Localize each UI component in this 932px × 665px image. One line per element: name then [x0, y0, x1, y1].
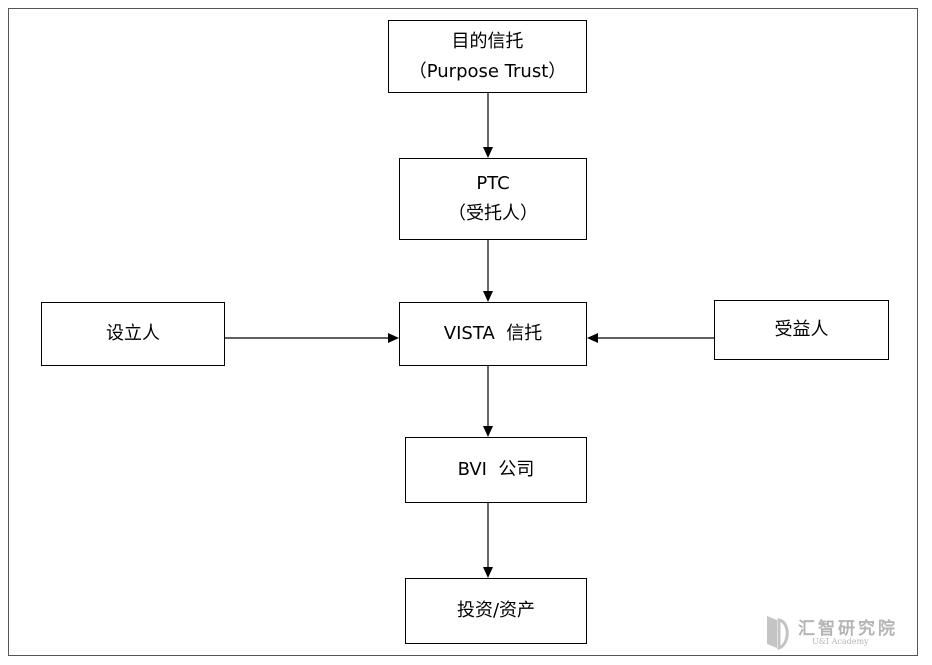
node-purpose-trust-title: 目的信托 — [451, 30, 524, 52]
academy-logo-icon — [767, 616, 789, 650]
node-bvi-company-label: BVI 公司 — [457, 459, 535, 480]
arrow-settlor-to-vista-trust — [224, 333, 399, 343]
node-vista-trust-label: VISTA 信托 — [443, 323, 543, 344]
node-beneficiary: 受益人 — [714, 300, 889, 360]
node-assets-label: 投资/资产 — [456, 600, 536, 621]
node-ptc-subtitle: （受托人） — [448, 203, 538, 224]
arrow-beneficiary-to-vista-trust — [587, 333, 714, 343]
node-purpose-trust-subtitle: （Purpose Trust） — [408, 60, 567, 82]
node-ptc: PTC （受托人） — [399, 158, 587, 240]
node-assets: 投资/资产 — [405, 578, 587, 644]
node-bvi-company: BVI 公司 — [405, 437, 587, 503]
academy-logo-subtitle: U&I Academy — [812, 637, 869, 646]
arrow-purpose-trust-to-ptc — [483, 92, 493, 158]
academy-logo: 汇智研究院 U&I Academy — [764, 612, 904, 652]
node-vista-trust: VISTA 信托 — [399, 302, 587, 366]
diagram-frame — [8, 8, 918, 656]
node-settlor-label: 设立人 — [106, 323, 160, 344]
node-purpose-trust: 目的信托 （Purpose Trust） — [388, 20, 587, 93]
arrow-bvi-company-to-assets — [483, 502, 493, 578]
node-beneficiary-label: 受益人 — [774, 319, 829, 340]
node-ptc-title: PTC — [476, 173, 510, 194]
node-settlor: 设立人 — [41, 302, 225, 366]
arrow-vista-trust-to-bvi-company — [483, 365, 493, 437]
academy-logo-name: 汇智研究院 — [798, 619, 898, 639]
arrow-ptc-to-vista-trust — [483, 239, 493, 302]
